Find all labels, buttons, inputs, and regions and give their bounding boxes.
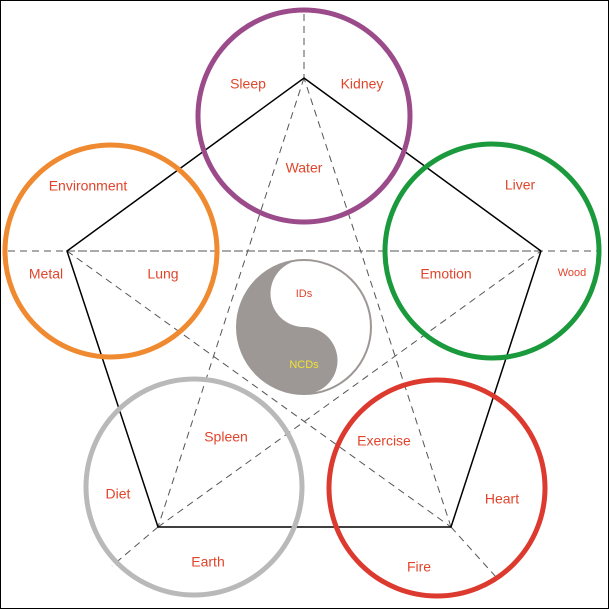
pentagon-outline (66, 77, 542, 528)
label-diet: Diet (106, 486, 131, 502)
dashed-lower-right-line (450, 526, 497, 578)
label-earth: Earth (191, 554, 224, 570)
label-ncds: NCDs (289, 359, 319, 371)
metal-circle (2, 142, 220, 360)
label-ids: IDs (296, 288, 313, 300)
label-environment: Environment (49, 178, 128, 194)
label-spleen: Spleen (204, 429, 248, 445)
earth-circle (83, 376, 305, 598)
yin-yang-symbol (236, 259, 372, 395)
dashed-lower-left-line (111, 526, 159, 567)
label-kidney: Kidney (341, 76, 384, 92)
star-line-5 (303, 77, 452, 528)
label-liver: Liver (505, 177, 536, 193)
label-heart: Heart (485, 491, 519, 507)
label-wood: Wood (558, 267, 587, 279)
label-lung: Lung (147, 266, 178, 282)
label-fire: Fire (407, 559, 431, 575)
yin-yang-light-dot (287, 277, 321, 311)
star-line-4 (66, 250, 452, 528)
fire-circle (326, 377, 548, 599)
label-exercise: Exercise (357, 433, 411, 449)
label-metal: Metal (29, 266, 63, 282)
star-line-1 (157, 77, 305, 528)
labels: Sleep Kidney Water Liver Emotion Wood Ex… (29, 76, 586, 575)
star-line-2 (157, 250, 542, 528)
label-emotion: Emotion (420, 266, 471, 282)
yin-yang-dark-dot (287, 345, 321, 379)
label-water: Water (286, 160, 323, 176)
label-sleep: Sleep (230, 76, 266, 92)
water-circle (195, 7, 413, 225)
wood-circle (382, 141, 602, 361)
dashed-lines (8, 14, 601, 578)
